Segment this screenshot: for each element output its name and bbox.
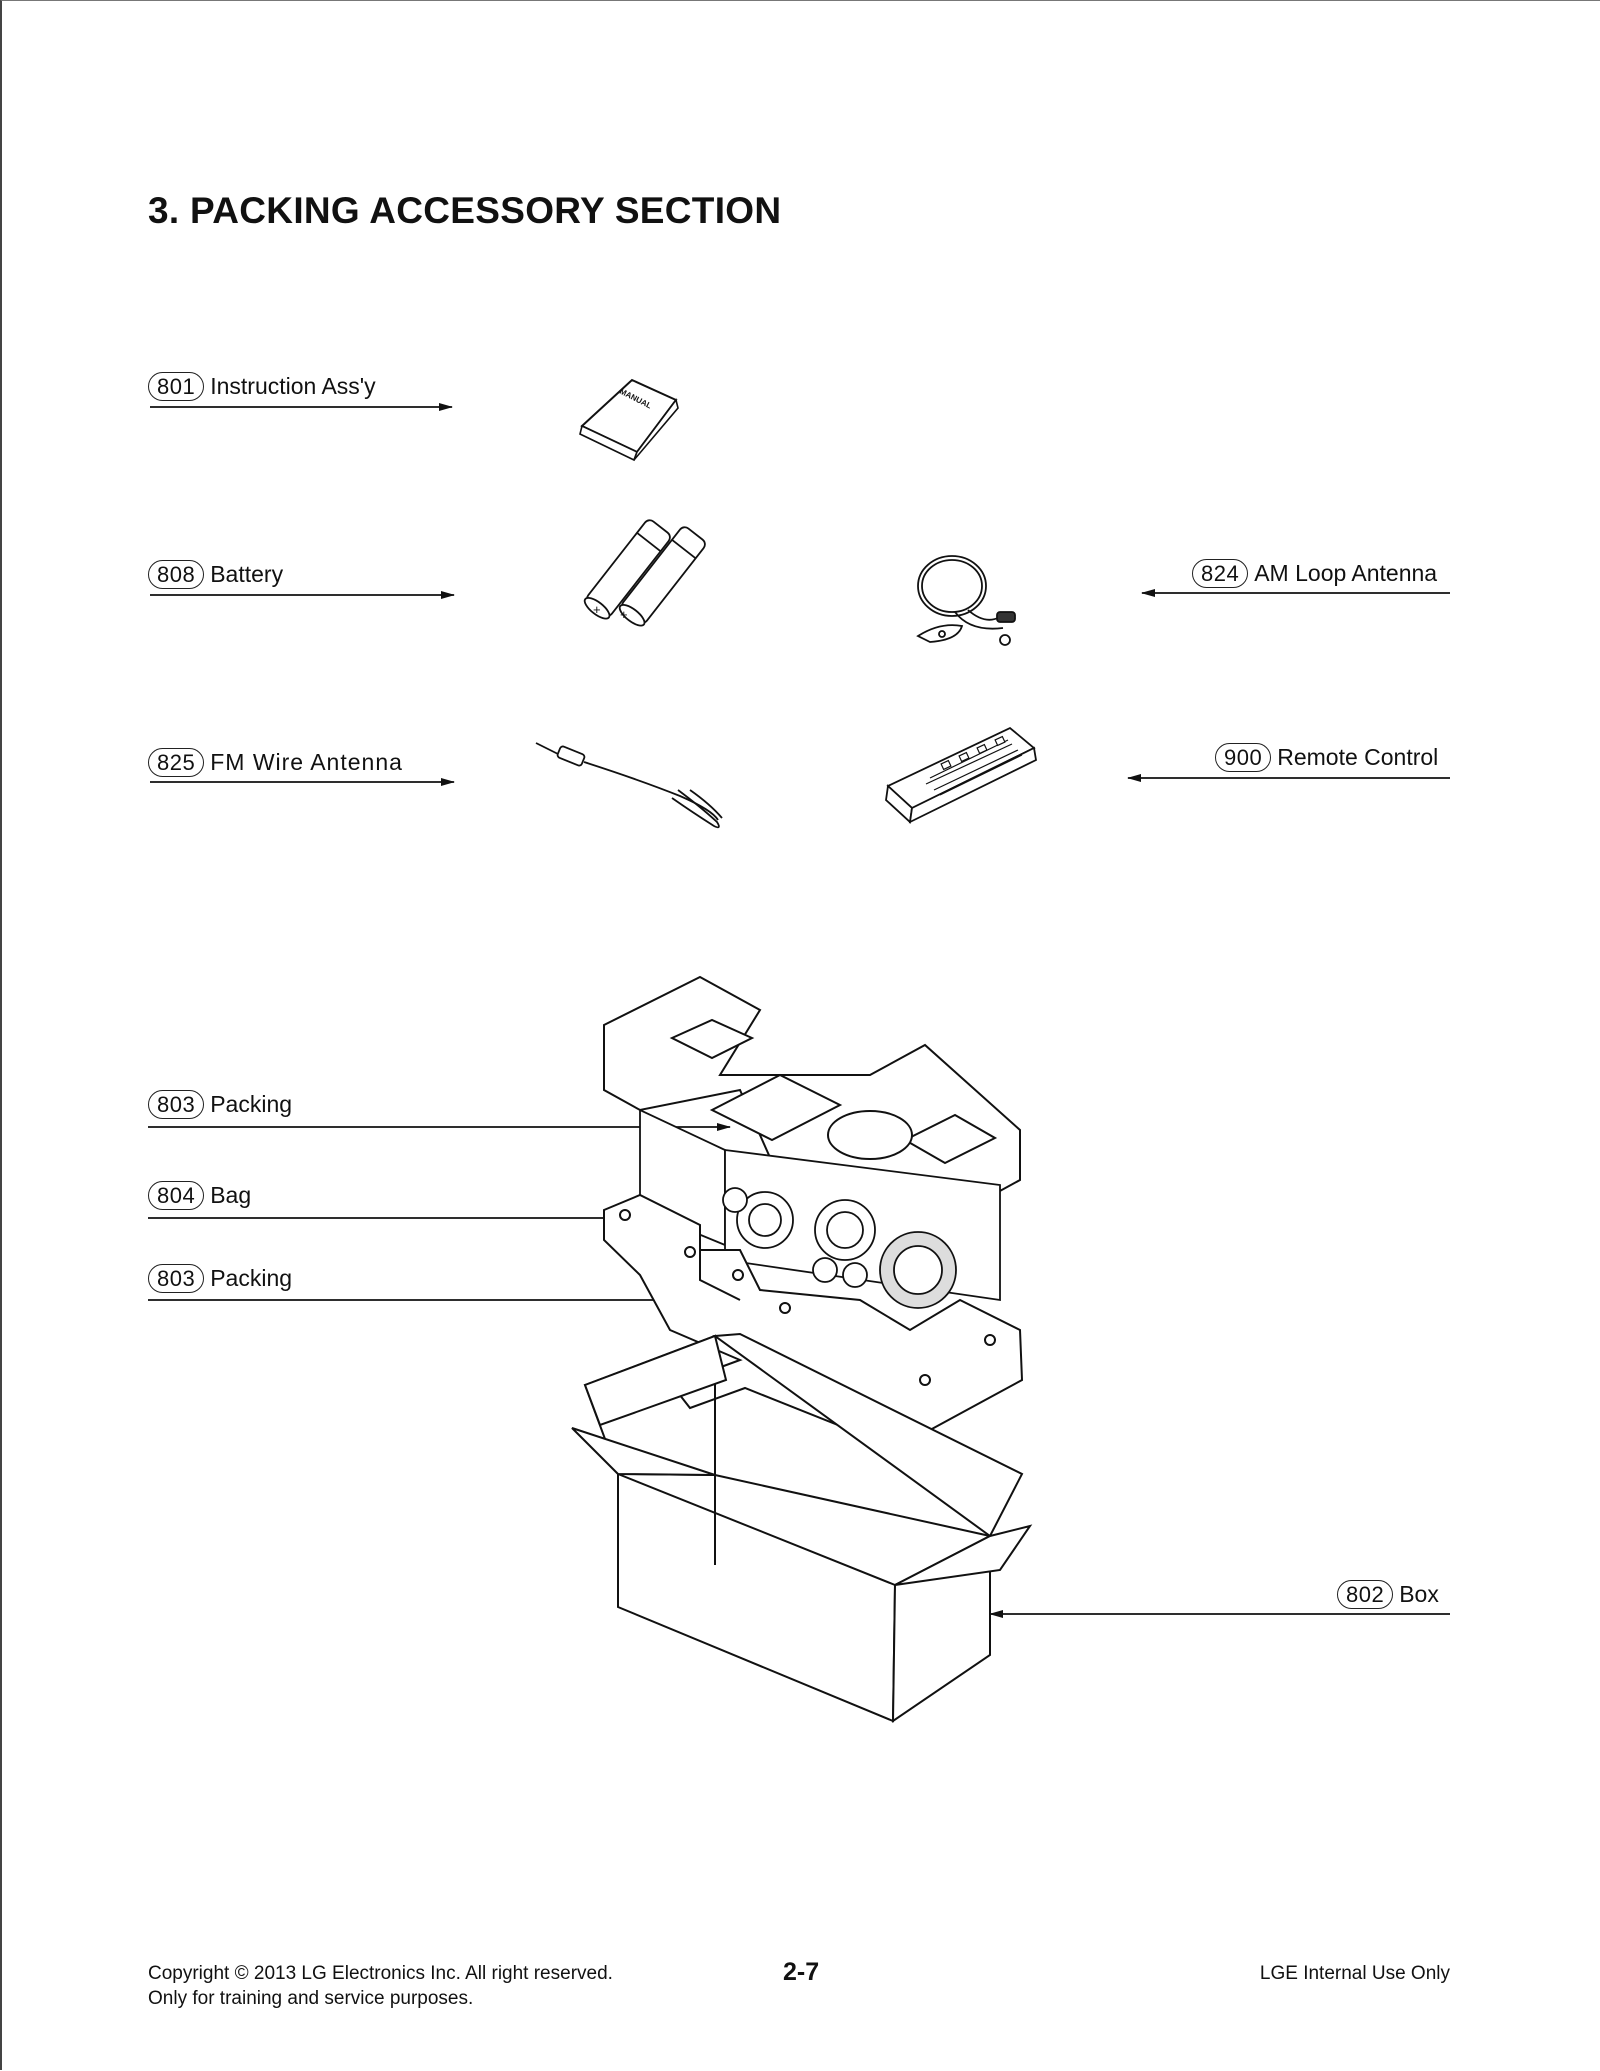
callout-label: AM Loop Antenna <box>1254 559 1438 586</box>
callout-803-bottom: 803 Packing <box>148 1262 292 1294</box>
packing-top-drawing <box>603 975 1021 1234</box>
am-loop-antenna-drawing <box>916 555 1016 646</box>
callout-825: 825 FM Wire Antenna <box>148 746 403 778</box>
remote-control-drawing <box>885 726 1037 824</box>
footer-purpose: Only for training and service purposes. <box>148 1988 474 2009</box>
callout-number: 824 <box>1192 558 1249 588</box>
footer-copyright: Copyright © 2013 LG Electronics Inc. All… <box>148 1963 613 1984</box>
callout-804: 804 Bag <box>148 1179 251 1211</box>
svg-text:+: + <box>620 607 628 622</box>
callout-label: Box <box>1399 1580 1439 1607</box>
callout-label: Packing <box>210 1264 293 1291</box>
battery-drawing: + + <box>583 519 706 627</box>
callout-number: 803 <box>148 1089 205 1119</box>
bag-speaker-drawing <box>639 1108 1001 1309</box>
callout-label: Battery <box>210 560 284 587</box>
fm-wire-antenna-drawing <box>535 742 723 829</box>
callout-824: 824 AM Loop Antenna <box>1192 557 1437 589</box>
callout-number: 803 <box>148 1263 205 1293</box>
callout-803-top: 803 Packing <box>148 1088 292 1120</box>
callout-label: Bag <box>210 1181 252 1208</box>
callout-808: 808 Battery <box>148 558 283 590</box>
svg-text:+: + <box>593 602 601 617</box>
callout-801: 801 Instruction Ass'y <box>148 370 376 402</box>
callout-number: 825 <box>148 747 205 777</box>
callout-label: Packing <box>210 1090 293 1117</box>
callout-number: 802 <box>1337 1579 1394 1609</box>
callout-802: 802 Box <box>1337 1578 1439 1610</box>
callout-900: 900 Remote Control <box>1215 741 1438 773</box>
page-number: 2-7 <box>783 1958 820 1986</box>
footer-left: Copyright © 2013 LG Electronics Inc. All… <box>148 1961 613 2011</box>
callout-number: 801 <box>148 371 205 401</box>
callout-number: 804 <box>148 1180 205 1210</box>
callout-number: 900 <box>1215 742 1272 772</box>
packing-bottom-drawing <box>603 1193 1024 1432</box>
callout-label: FM Wire Antenna <box>210 748 403 775</box>
callout-label: Instruction Ass'y <box>210 372 376 399</box>
callout-label: Remote Control <box>1277 743 1439 770</box>
leader-lines <box>148 403 1450 1618</box>
callout-number: 808 <box>148 559 205 589</box>
instruction-manual-drawing: MANUAL <box>579 378 679 462</box>
box-drawing <box>571 1332 1033 1723</box>
footer-internal: LGE Internal Use Only <box>1259 1963 1450 1984</box>
section-title: 3. PACKING ACCESSORY SECTION <box>148 190 782 231</box>
